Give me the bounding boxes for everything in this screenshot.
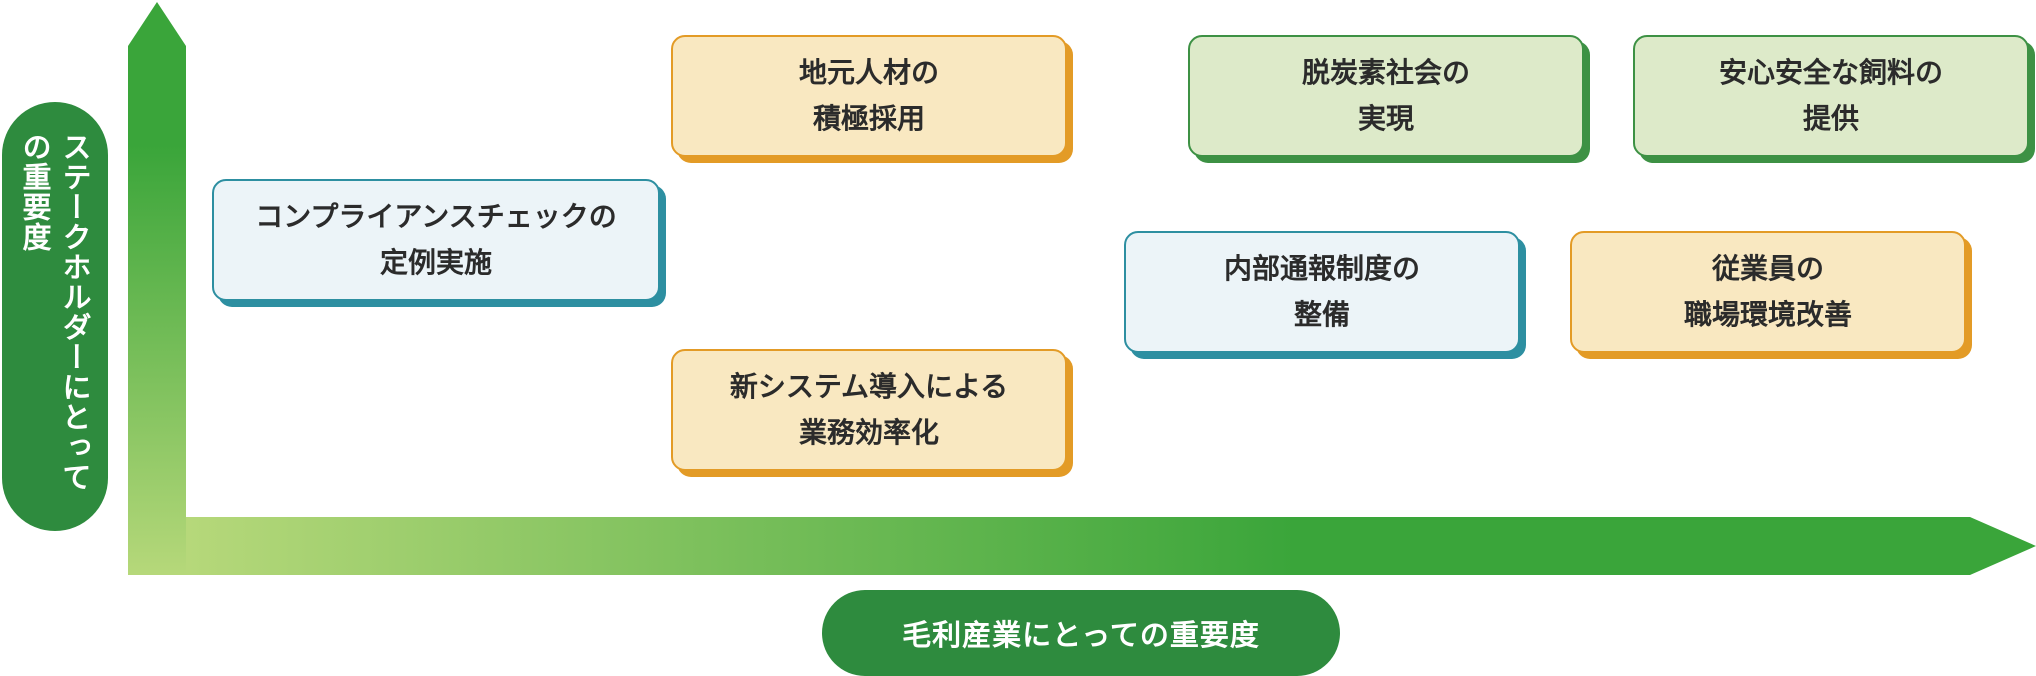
issue-box-label: 脱炭素社会の 実現 [1301,56,1470,135]
issue-box-label: 新システム導入による 業務効率化 [729,370,1009,449]
issue-box-label: 従業員の 職場環境改善 [1683,252,1852,331]
issue-box-label: 地元人材の 積極採用 [798,56,939,135]
x-axis-arrow [186,517,2036,575]
y-axis-arrow [128,2,186,575]
x-axis-label-text: 毛利産業にとっての重要度 [902,618,1260,652]
issue-box-decarbonization: 脱炭素社会の 実現 [1188,35,1584,157]
issue-box-label: 内部通報制度の 整備 [1223,252,1420,331]
issue-box-compliance-check: コンプライアンスチェックの 定例実施 [212,179,660,301]
y-axis-label: ステークホルダーにとっての重要度 [2,102,108,531]
x-axis-label: 毛利産業にとっての重要度 [822,590,1340,676]
issue-box-label: 安心安全な飼料の 提供 [1718,56,1943,135]
issue-box-workplace-improvement: 従業員の 職場環境改善 [1570,231,1966,353]
issue-box-whistleblowing: 内部通報制度の 整備 [1124,231,1520,353]
y-axis-label-text: ステークホルダーにとっての重要度 [18,132,92,492]
issue-box-label: コンプライアンスチェックの 定例実施 [255,200,617,279]
issue-box-system-efficiency: 新システム導入による 業務効率化 [671,349,1067,471]
issue-box-safe-feed: 安心安全な飼料の 提供 [1633,35,2029,157]
issue-box-local-hiring: 地元人材の 積極採用 [671,35,1067,157]
